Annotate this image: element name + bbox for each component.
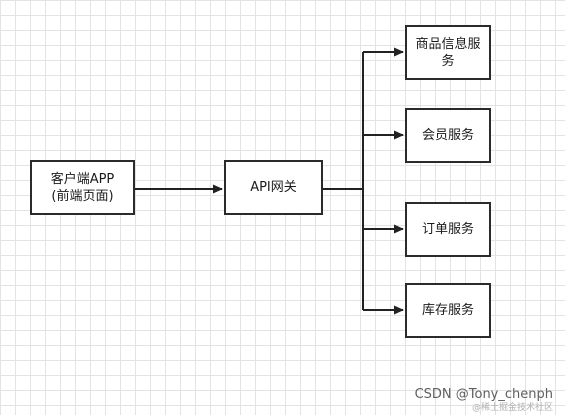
member-service-label: 会员服务 [421, 128, 474, 143]
inventory-service-node[interactable]: 库存服务 [405, 283, 491, 338]
product-info-service-label: 商品信息服 务 [415, 36, 481, 69]
member-service-node[interactable]: 会员服务 [405, 108, 491, 163]
inventory-service-label: 库存服务 [421, 303, 474, 318]
product-info-service-node[interactable]: 商品信息服 务 [405, 25, 491, 80]
csdn-watermark: CSDN @Tony_chenph [414, 387, 553, 402]
api-gateway-node[interactable]: API网关 [224, 160, 323, 215]
juejin-watermark: @稀土掘金技术社区 [471, 403, 553, 413]
client-app-node[interactable]: 客户端APP (前端页面) [30, 160, 135, 215]
order-service-label: 订单服务 [421, 222, 474, 237]
api-gateway-label: API网关 [250, 180, 297, 195]
client-app-label: 客户端APP (前端页面) [50, 171, 115, 204]
order-service-node[interactable]: 订单服务 [405, 202, 491, 257]
